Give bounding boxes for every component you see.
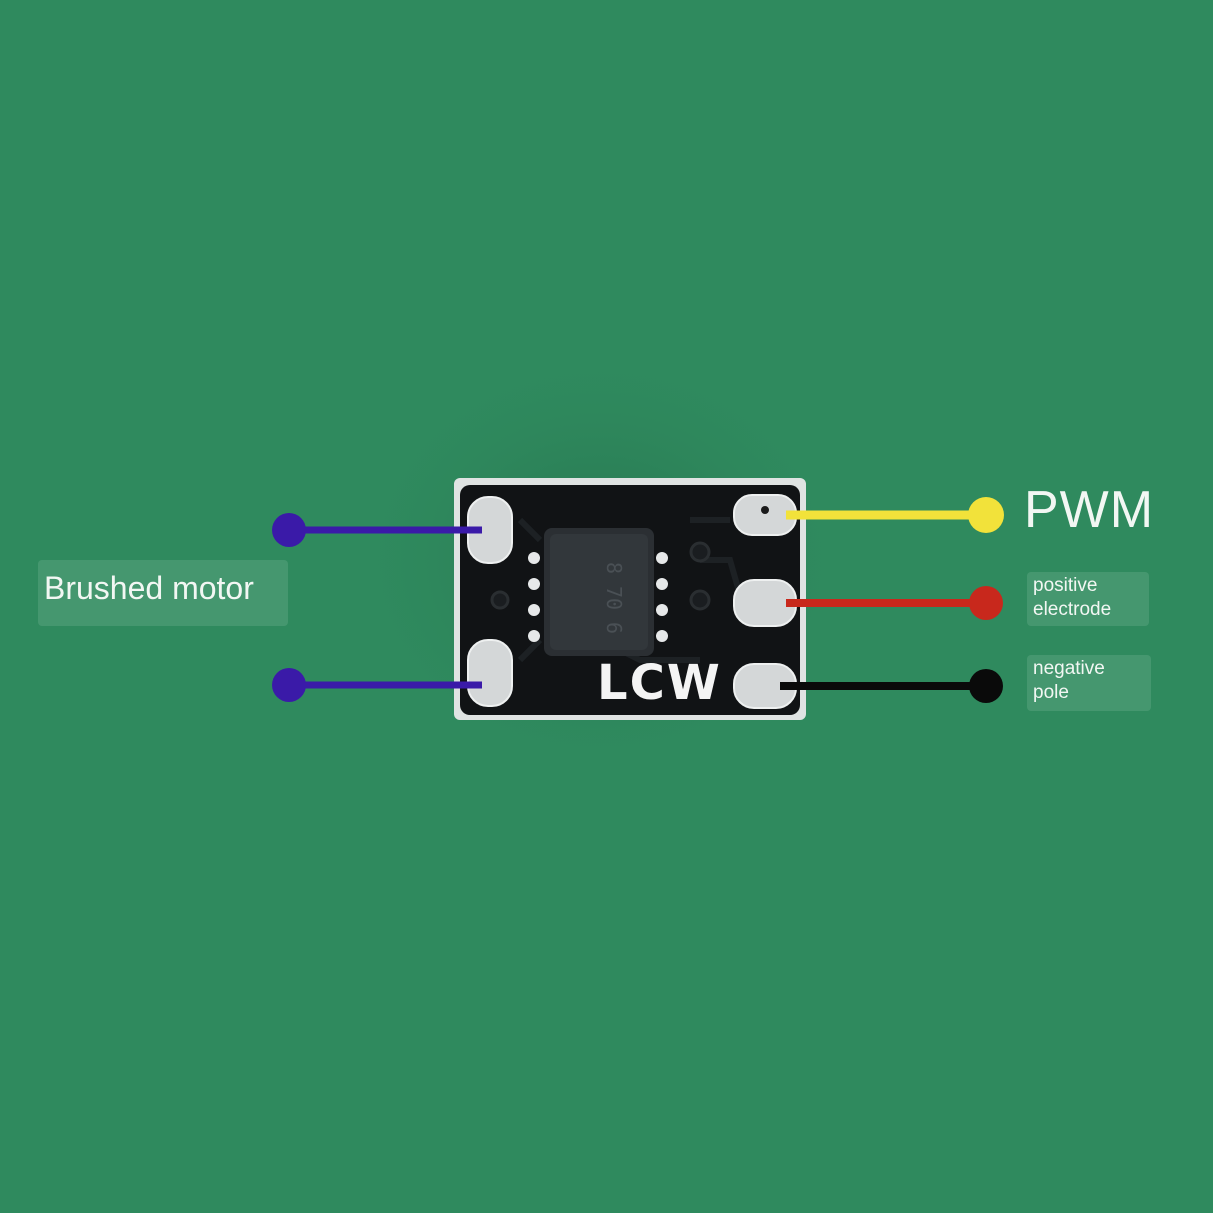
pcb-silkscreen-lcw: LCW [597,655,722,711]
pwm-wire [786,497,1004,533]
label-positive-line2: electrode [1033,598,1112,620]
pcb-vias [490,541,711,611]
negative-wire [780,669,1003,703]
motor-wire-top-dot [272,513,306,547]
positive-wire [786,586,1003,620]
pwm-via [761,506,769,514]
svg-text:70: 70 [602,586,626,610]
label-brushed-motor: Brushed motor [38,560,288,626]
pad-motor-bottom [467,639,513,707]
label-positive-line1: positive [1033,575,1098,596]
motor-wires [272,513,482,702]
label-pwm: PWM [1024,481,1155,539]
label-positive-electrode: positive electrode [1027,572,1149,626]
chip-pins [528,552,668,642]
solder-pads [467,494,797,709]
motor-wire-bottom-dot [272,668,306,702]
label-negative-pole: negative pole [1027,655,1151,711]
ic-chip-top [550,534,648,650]
label-negative-line1: negative [1033,658,1105,679]
svg-text:6: 6 [602,622,626,634]
svg-text:8: 8 [602,562,626,574]
label-negative-line2: pole [1033,681,1069,703]
chip-marking: 8 70 6 [602,562,626,634]
